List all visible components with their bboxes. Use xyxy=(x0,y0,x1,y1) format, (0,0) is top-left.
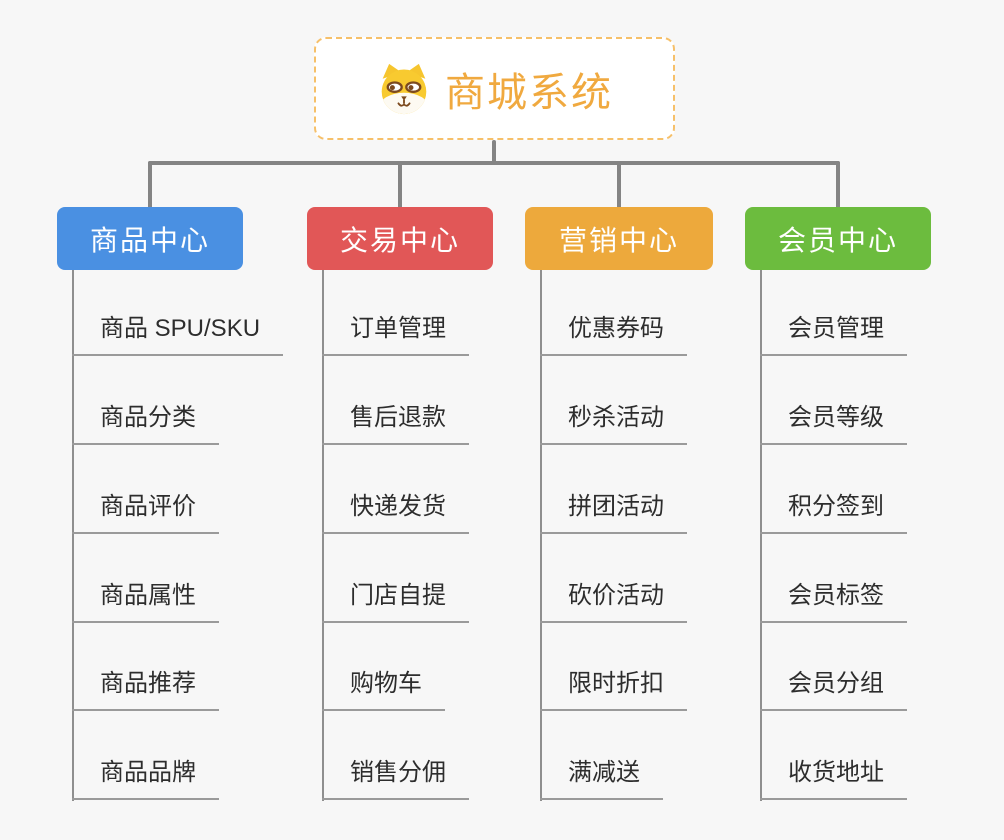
node-item[interactable]: 会员标签 xyxy=(760,580,907,623)
node-item[interactable]: 积分签到 xyxy=(760,491,907,534)
node-item[interactable]: 商品评价 xyxy=(72,491,219,534)
branch-drop-line xyxy=(148,161,152,209)
node-item[interactable]: 商品属性 xyxy=(72,580,219,623)
branch-box-member-center[interactable]: 会员中心 xyxy=(745,207,931,270)
branch-label: 营销中心 xyxy=(558,224,679,256)
branch-bus-line xyxy=(148,161,840,165)
node-item[interactable]: 限时折扣 xyxy=(540,668,687,711)
branch-trunk-line xyxy=(760,270,762,801)
node-item[interactable]: 砍价活动 xyxy=(540,580,687,623)
node-item[interactable]: 秒杀活动 xyxy=(540,402,687,445)
branch-drop-line xyxy=(617,161,621,209)
branch-box-product-center[interactable]: 商品中心 xyxy=(57,207,243,270)
node-item[interactable]: 快递发货 xyxy=(322,491,469,534)
node-item[interactable]: 会员等级 xyxy=(760,402,907,445)
node-item[interactable]: 售后退款 xyxy=(322,402,469,445)
node-item[interactable]: 购物车 xyxy=(322,668,445,711)
node-item[interactable]: 订单管理 xyxy=(322,313,469,356)
root-stem-line xyxy=(492,140,496,164)
node-item[interactable]: 商品分类 xyxy=(72,402,219,445)
node-item[interactable]: 门店自提 xyxy=(322,580,469,623)
root-node[interactable]: 商城系统 xyxy=(314,37,675,140)
branch-drop-line xyxy=(836,161,840,209)
branch-label: 会员中心 xyxy=(777,224,898,256)
node-item[interactable]: 满减送 xyxy=(540,757,663,800)
branch-label: 商品中心 xyxy=(89,224,210,256)
root-title: 商城系统 xyxy=(445,70,613,115)
node-item[interactable]: 优惠券码 xyxy=(540,313,687,356)
dog-face-icon xyxy=(376,63,432,115)
branch-trunk-line xyxy=(540,270,542,801)
node-item[interactable]: 收货地址 xyxy=(760,757,907,800)
branch-trunk-line xyxy=(72,270,74,801)
node-item[interactable]: 商品 SPU/SKU xyxy=(72,313,284,356)
branch-box-marketing-center[interactable]: 营销中心 xyxy=(525,207,713,270)
branch-trunk-line xyxy=(322,270,324,801)
node-item[interactable]: 商品品牌 xyxy=(72,757,219,800)
node-item[interactable]: 商品推荐 xyxy=(72,668,219,711)
node-item[interactable]: 拼团活动 xyxy=(540,491,687,534)
node-item[interactable]: 会员分组 xyxy=(760,668,907,711)
node-item[interactable]: 销售分佣 xyxy=(322,757,469,800)
branch-drop-line xyxy=(398,161,402,209)
branch-box-trade-center[interactable]: 交易中心 xyxy=(307,207,493,270)
branch-label: 交易中心 xyxy=(339,224,460,256)
node-item[interactable]: 会员管理 xyxy=(760,313,907,356)
